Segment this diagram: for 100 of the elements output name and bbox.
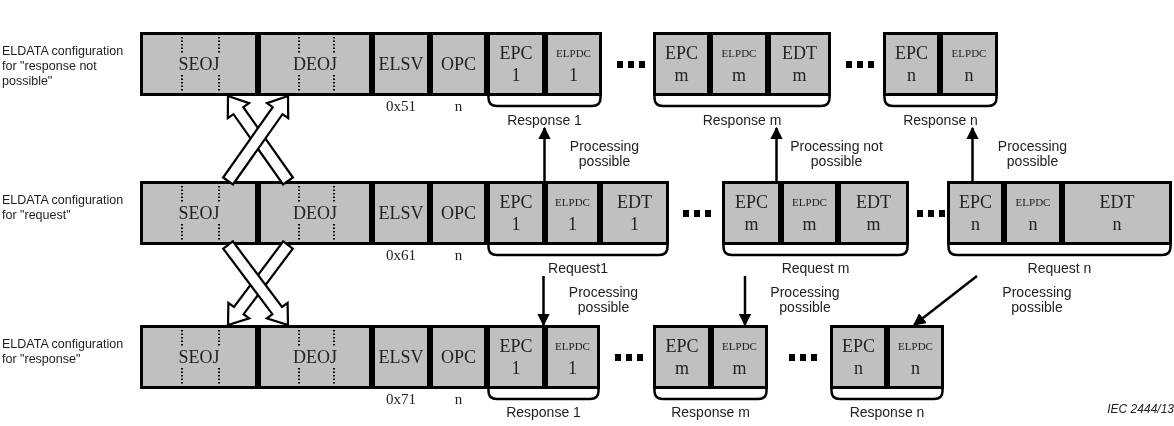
group-label: Response m (670, 404, 751, 420)
field-name: EPC (665, 335, 699, 357)
field-name: EPC (842, 335, 875, 357)
field-name: EDT (782, 42, 817, 64)
field-value: 0x61 (385, 247, 417, 265)
field-index: 1 (511, 64, 521, 86)
packet-field (140, 181, 258, 245)
packet-field (838, 181, 909, 245)
field-name: DEOJ (293, 202, 337, 224)
row-title: ELDATA configuration for "request" (2, 193, 125, 223)
packet-field (711, 325, 768, 389)
field-name: DEOJ (293, 346, 337, 368)
field-name: ELPDC (555, 195, 590, 210)
field-index: 1 (568, 357, 577, 379)
arrow (770, 126, 783, 181)
edge-label: Processing possible (567, 284, 640, 315)
packet-field (600, 181, 669, 245)
field-name: SEOJ (178, 346, 220, 368)
field-value: n (453, 391, 464, 409)
field-name: EPC (499, 335, 533, 357)
packet-field (545, 181, 600, 245)
packet-field (1062, 181, 1172, 245)
field-value: 0x71 (385, 391, 417, 409)
field-name: ELPDC (898, 339, 933, 354)
field-index: n (1112, 213, 1122, 235)
field-index: 1 (630, 213, 639, 235)
edge-label: Processing possible (996, 138, 1069, 169)
field-name: ELSV (378, 346, 424, 368)
packet-field (722, 181, 781, 245)
field-name: OPC (441, 53, 476, 75)
field-name: SEOJ (178, 202, 220, 224)
field-name: ELPDC (1015, 195, 1051, 210)
group-label: Response n (848, 404, 926, 420)
field-index: m (732, 64, 746, 86)
field-name: EPC (665, 42, 698, 64)
field-name: EDT (856, 191, 891, 213)
field-name: EDT (617, 191, 652, 213)
arrow (913, 275, 978, 326)
field-value: n (453, 247, 464, 265)
field-name: EDT (1099, 191, 1135, 213)
packet-field (487, 181, 545, 245)
field-index: m (675, 357, 689, 379)
field-name: ELPDC (721, 46, 757, 61)
packet-field (1004, 181, 1062, 245)
edge-label: Processing possible (769, 284, 841, 315)
packet-field (258, 32, 372, 96)
field-index: m (674, 64, 689, 86)
field-name: ELSV (378, 53, 424, 75)
field-name: EPC (499, 191, 533, 213)
packet-field (430, 181, 487, 245)
packet-field (883, 32, 940, 96)
row-title: ELDATA configuration for "response not possible" (2, 44, 125, 89)
group-label: Response n (902, 112, 979, 128)
field-name: ELPDC (951, 46, 987, 61)
group-label: Request n (1026, 260, 1093, 276)
field-index: 1 (568, 213, 577, 235)
group-label: Response 1 (506, 112, 583, 128)
packet-field (372, 32, 430, 96)
packet-field (653, 325, 711, 389)
field-index: 1 (569, 64, 578, 86)
field-name: OPC (441, 346, 476, 368)
packet-field (140, 32, 258, 96)
arrow (966, 126, 979, 181)
packet-field (430, 325, 487, 389)
group-label: Request1 (547, 260, 609, 276)
packet-field (140, 325, 258, 389)
packet-field (372, 181, 430, 245)
field-index: m (732, 357, 747, 379)
field-index: n (854, 357, 863, 379)
packet-field (430, 32, 487, 96)
packet-field (768, 32, 831, 96)
field-index: m (866, 213, 881, 235)
packet-field (545, 32, 602, 96)
row-title: ELDATA configuration for "response" (2, 337, 125, 367)
field-index: m (792, 64, 807, 86)
edge-label: Processing possible (568, 138, 641, 169)
figure-number: IEC 2444/13 (1106, 402, 1174, 416)
packet-field (545, 325, 600, 389)
field-name: EPC (959, 191, 992, 213)
packet-field (258, 181, 372, 245)
field-name: ELSV (378, 202, 424, 224)
field-index: n (907, 64, 916, 86)
field-name: EPC (895, 42, 928, 64)
group-label: Response 1 (505, 404, 582, 420)
field-index: n (964, 64, 974, 86)
field-name: ELPDC (792, 195, 827, 210)
packet-field (487, 325, 545, 389)
edge-label: Processing possible (1001, 284, 1073, 315)
field-name: DEOJ (293, 53, 337, 75)
group-label: Response m (701, 112, 783, 128)
field-value: 0x51 (385, 98, 417, 116)
packet-field (887, 325, 944, 389)
arrow (738, 276, 752, 327)
field-name: ELPDC (555, 339, 590, 354)
field-index: 1 (511, 213, 521, 235)
packet-field (258, 325, 372, 389)
field-name: EPC (499, 42, 533, 64)
group-label: Request m (780, 260, 851, 276)
field-name: ELPDC (722, 339, 757, 354)
field-index: n (911, 357, 920, 379)
